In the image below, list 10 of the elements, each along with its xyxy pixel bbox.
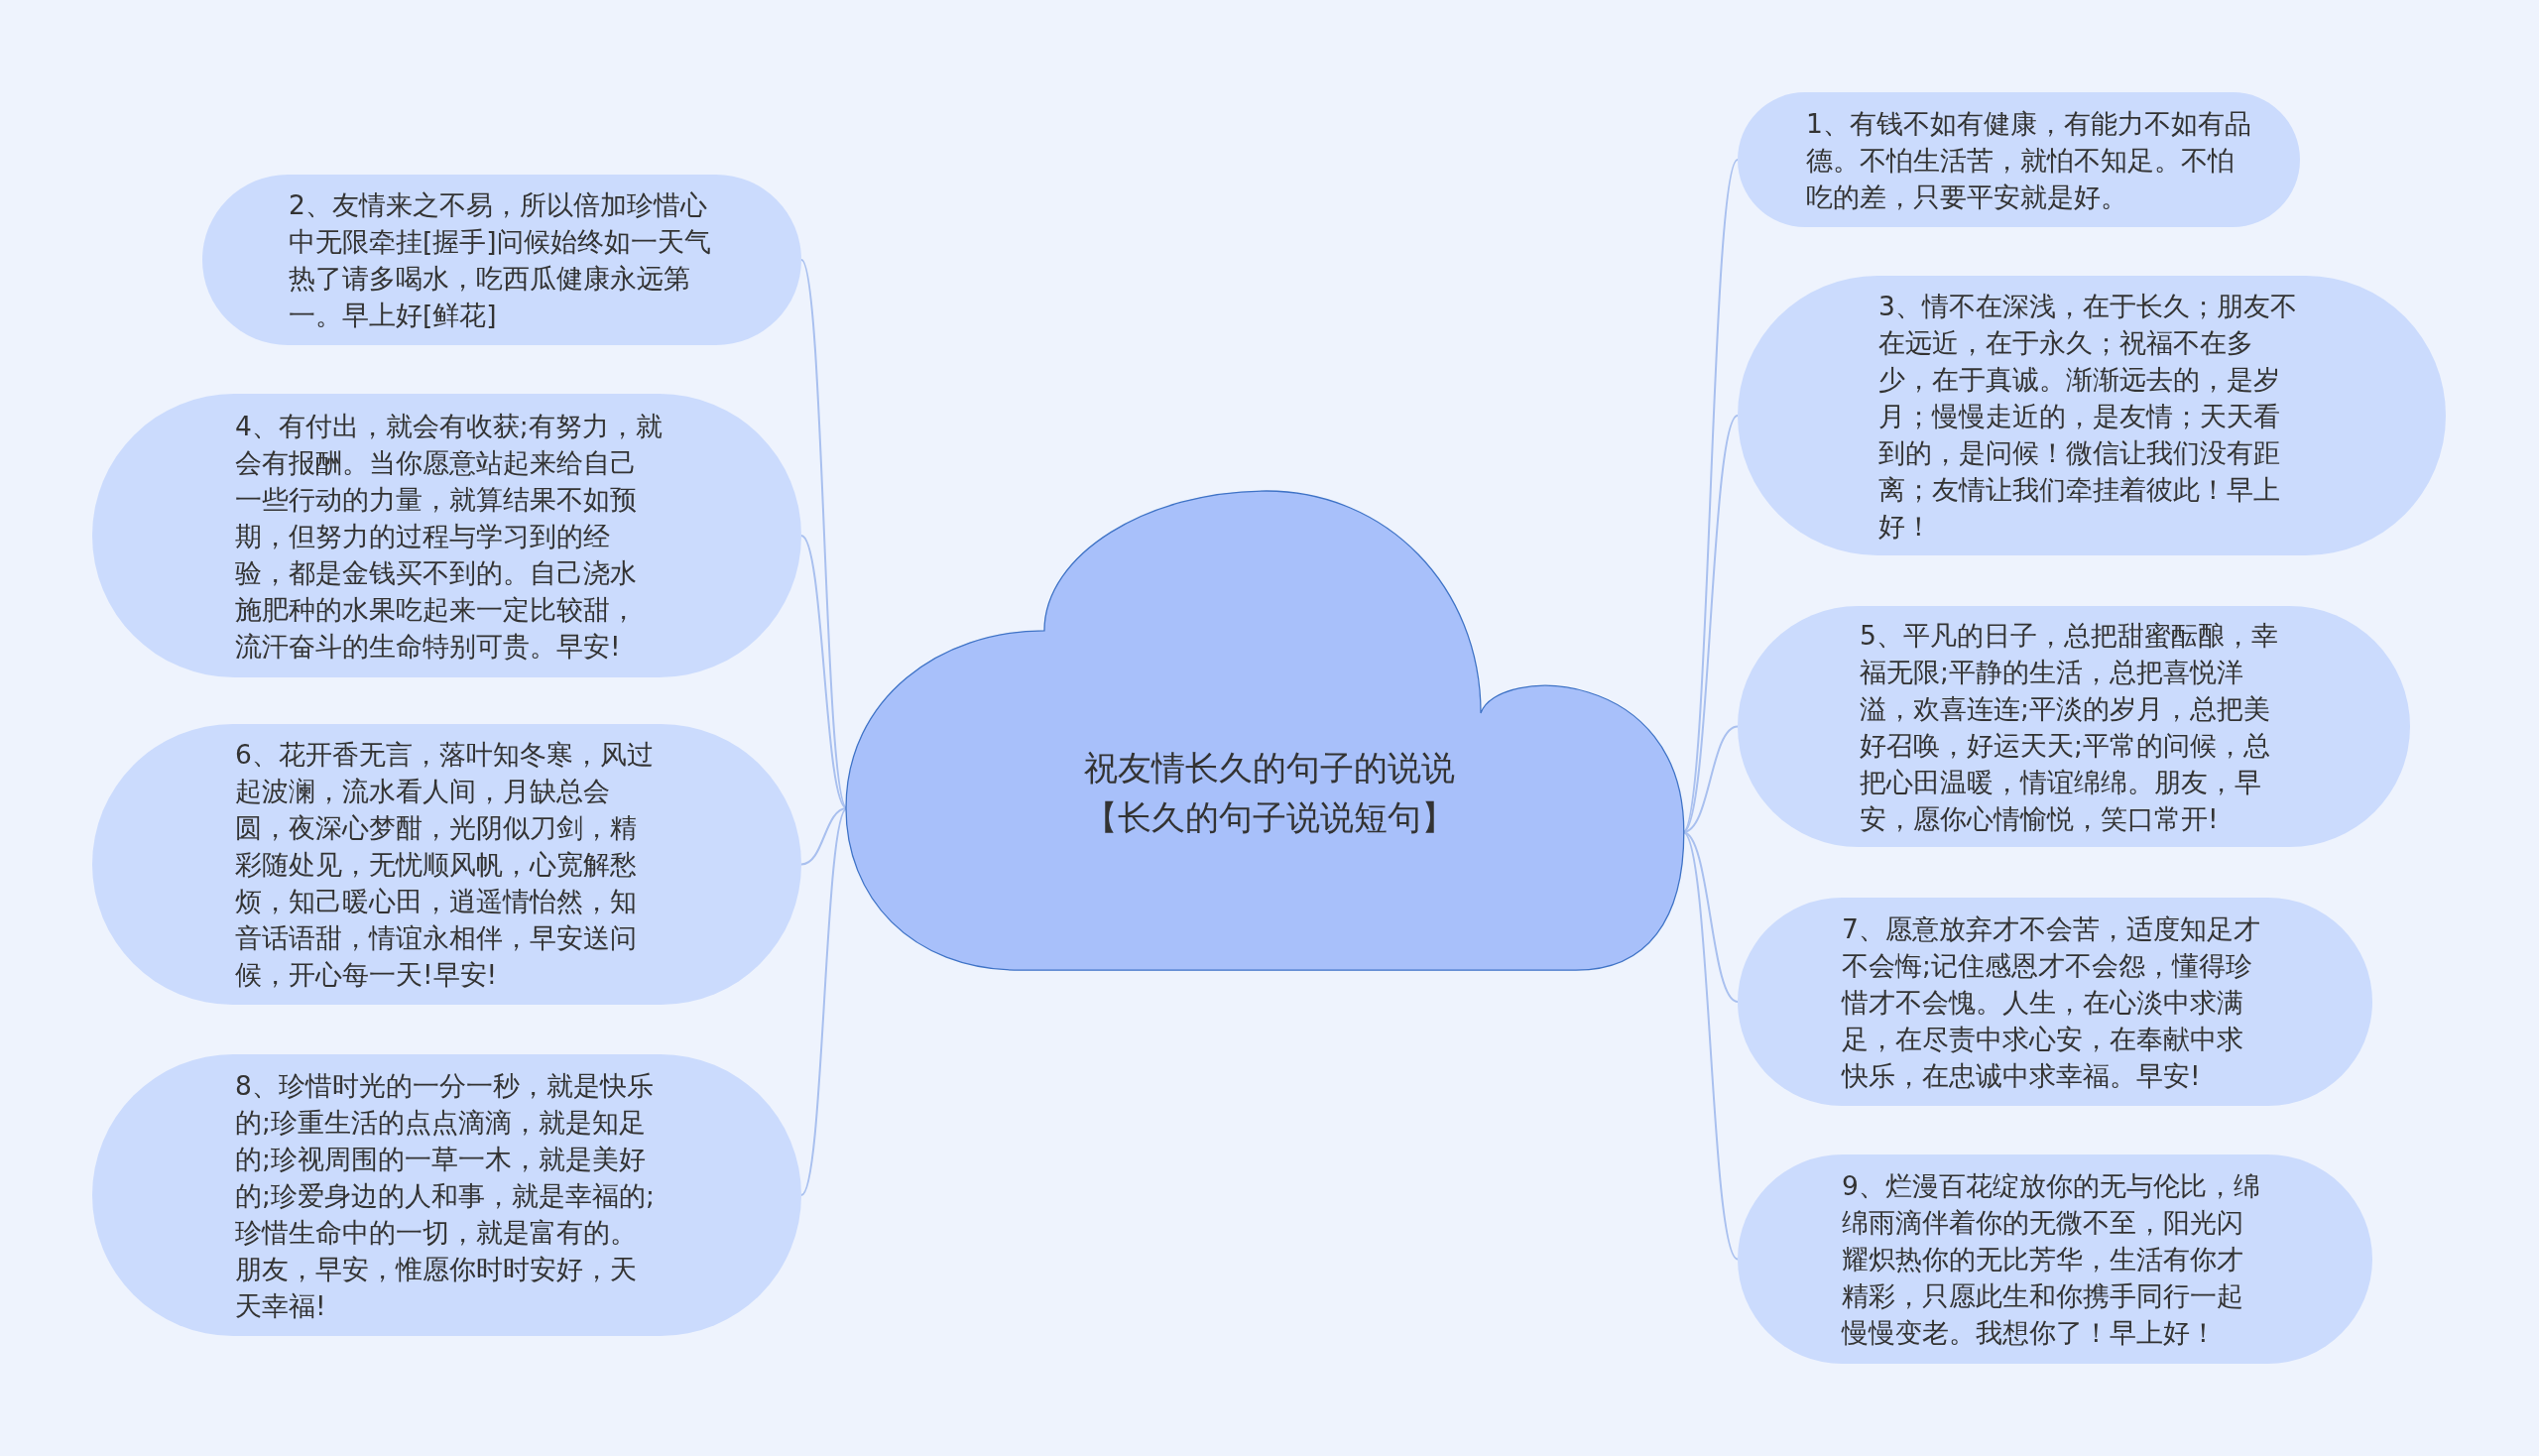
topic-text: 6、花开香无言，落叶知冬寒，风过起波澜，流水看人间，月缺总会圆，夜深心梦酣，光阴似刀剑，精彩随处见，无忧顺风帆，心宽解愁烦，知己暖心田，逍遥情怡然，知音话语甜，情谊永相伴，早安送问候，开心每一天!早安! xyxy=(235,738,655,992)
topic-text: 5、平凡的日子，总把甜蜜酝酿，幸福无限;平静的生活，总把喜悦洋溢，欢喜连连;平淡的岁月，总把美好召唤，好运天天;平常的问候，总把心田温暖，情谊绵绵。朋友，早安，愿你心情愉悦，笑口常开! xyxy=(1860,618,2279,836)
topic-text: 7、愿意放弃才不会苦，适度知足才不会悔;记住感恩才不会怨，懂得珍惜才不会愧。人生，在心淡中求满足，在尽责中求心安，在奉献中求快乐，在忠诚中求幸福。早安! xyxy=(1842,911,2261,1093)
topic-text: 2、友情来之不易，所以倍加珍惜心中无限牵挂[握手]问候始终如一天气热了请多喝水，吃西瓜健康永远第一。早上好[鲜花] xyxy=(289,188,712,332)
topic-text: 9、烂漫百花绽放你的无与伦比，绵绵雨滴伴着你的无微不至，阳光闪耀炽热你的无比芳华，生活有你才精彩，只愿此生和你携手同行一起慢慢变老。我想你了！早上好！ xyxy=(1842,1169,2261,1350)
topic-text: 3、情不在深浅，在于长久；朋友不在远近，在于永久；祝福不在多少，在于真诚。渐渐远去的，是岁月；慢慢走近的，是友情；天天看到的，是问候！微信让我们没有距离；友情让我们牵挂着彼此！早上好！ xyxy=(1878,289,2298,544)
topic-text: 8、珍惜时光的一分一秒，就是快乐的;珍重生活的点点滴滴，就是知足的;珍视周围的一草一木，就是美好的;珍爱身边的人和事，就是幸福的;珍惜生命中的一切，就是富有的。朋友，早安，惟愿你时时安好，天天幸福! xyxy=(235,1068,656,1323)
central-topic-text: 祝友情长久的句子的说说【长久的句子说说短句】 xyxy=(1083,747,1456,839)
topic-text: 1、有钱不如有健康，有能力不如有品德。不怕生活苦，就怕不知足。不怕吃的差，只要平安就是好。 xyxy=(1806,106,2252,214)
topic-text: 4、有付出，就会有收获;有努力，就会有报酬。当你愿意站起来给自己一些行动的力量，就算结果不如预期，但努力的过程与学习到的经验，都是金钱买不到的。自己浇水施肥种的水果吃起来一定比较甜，流汗奋斗的生命特别可贵。早安! xyxy=(235,409,664,664)
